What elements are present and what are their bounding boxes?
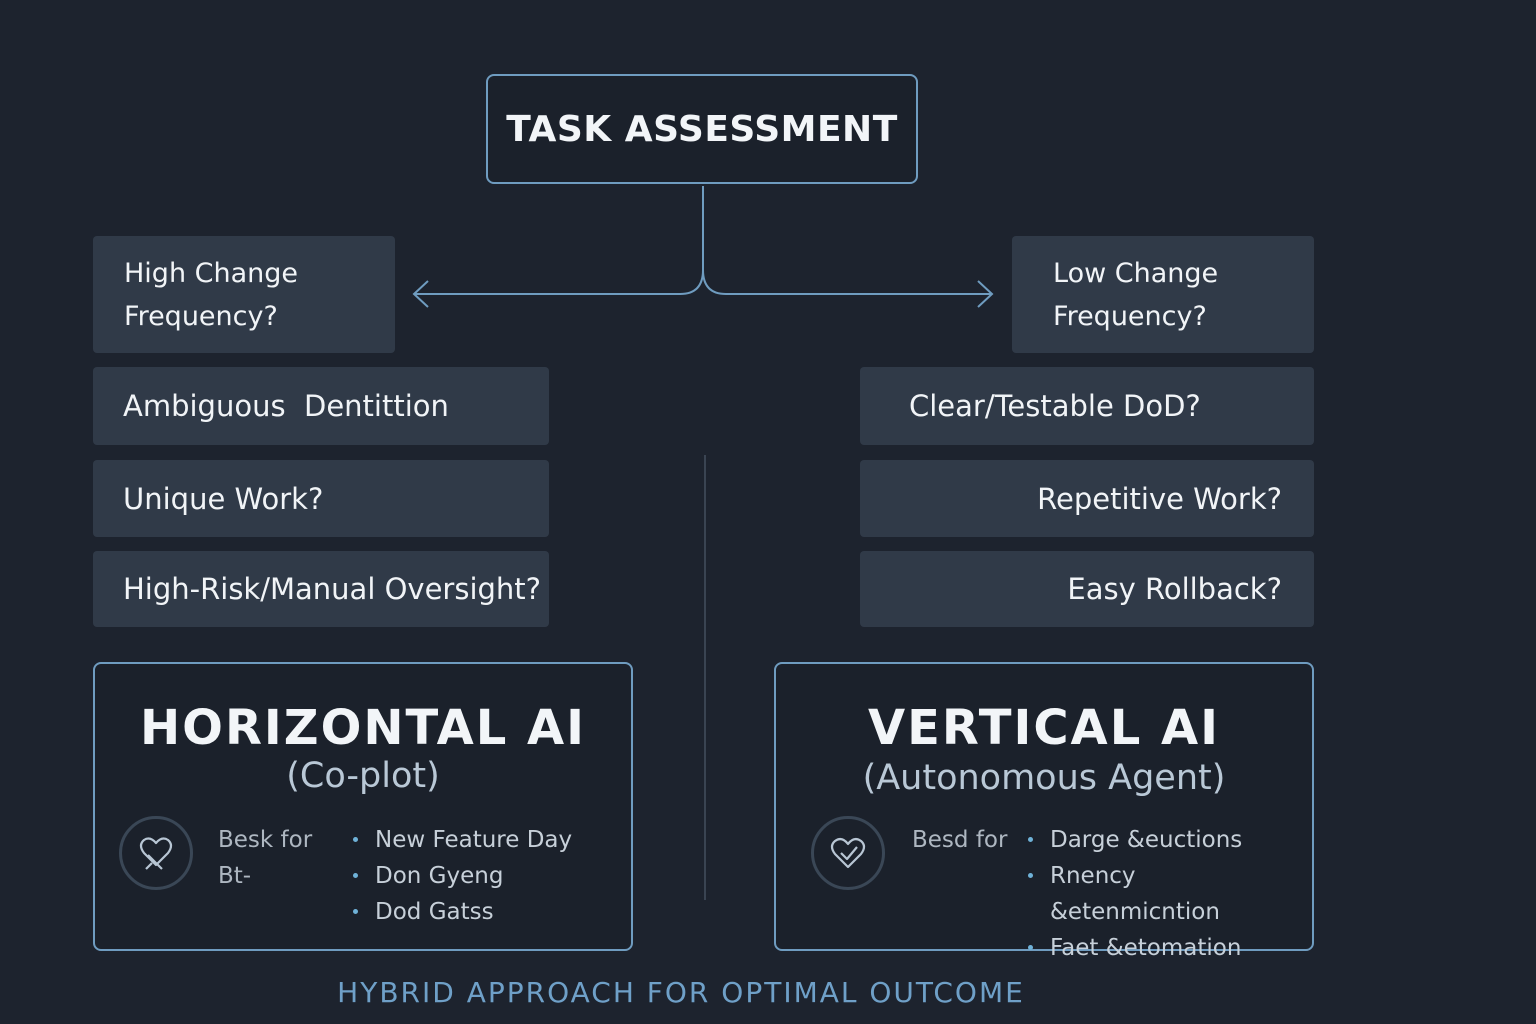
vertical-ai-title: VERTICAL AI [867,700,1221,756]
list-item: Don Gyeng [351,858,572,894]
vertical-ai-subtitle: (Autonomous Agent) [862,758,1226,798]
task-assessment-title: TASK ASSESSMENT [506,108,898,150]
criterion-label: Low Change Frequency? [1053,257,1219,332]
criterion-label: Easy Rollback? [1067,572,1282,606]
puzzle-heart-icon [119,816,193,890]
arrow-right-head [977,280,994,308]
connector-stem-right [702,269,992,295]
criterion-repetitive-work: Repetitive Work? [860,460,1314,537]
criterion-label: Repetitive Work? [1037,481,1282,516]
criterion-easy-rollback: Easy Rollback? [860,551,1314,627]
list-item: Dod Gatss [351,894,572,930]
horizontal-ai-box: HORIZONTAL AI (Co-plot) Besk for Bt- New… [93,662,633,951]
horizontal-ai-title: HORIZONTAL AI [139,700,587,756]
vertical-best-for: Besd for [912,827,1008,853]
task-assessment-box: TASK ASSESSMENT [486,74,918,184]
vertical-ai-box: VERTICAL AI (Autonomous Agent) Besd for … [774,662,1314,961]
criterion-label: Ambiguous Dentittion [123,389,449,423]
criterion-low-change: Low Change Frequency? [1012,236,1314,353]
criterion-high-risk: High-Risk/Manual Oversight? [93,551,549,627]
footer-caption: HYBRID APPROACH FOR OPTIMAL OUTCOME [337,976,1025,1009]
horizontal-ai-subtitle: (Co-plot) [286,756,440,796]
criterion-label: High Change Frequency? [124,257,299,332]
criterion-clear-dod: Clear/Testable DoD? [860,367,1314,445]
horizontal-best-for: Besk for Bt- [218,827,313,889]
vertical-best-for-list: Darge &euctions Rnency &etenmicntion Fae… [1026,822,1312,966]
list-item: Faet &etomation [1026,930,1312,966]
list-item: New Feature Day [351,822,572,858]
criterion-label: Unique Work? [123,481,324,516]
list-item: Darge &euctions [1026,822,1312,858]
arrow-left-head [412,280,429,308]
criterion-label: Clear/Testable DoD? [909,389,1201,423]
list-item: Rnency &etenmicntion [1026,858,1312,930]
criterion-unique-work: Unique Work? [93,460,549,537]
criterion-label: High-Risk/Manual Oversight? [123,572,542,606]
heart-check-icon [811,816,885,890]
connector-stem [414,186,704,295]
criterion-high-change: High Change Frequency? [93,236,395,353]
criterion-ambiguous: Ambiguous Dentittion [93,367,549,445]
horizontal-best-for-list: New Feature Day Don Gyeng Dod Gatss [351,822,572,930]
